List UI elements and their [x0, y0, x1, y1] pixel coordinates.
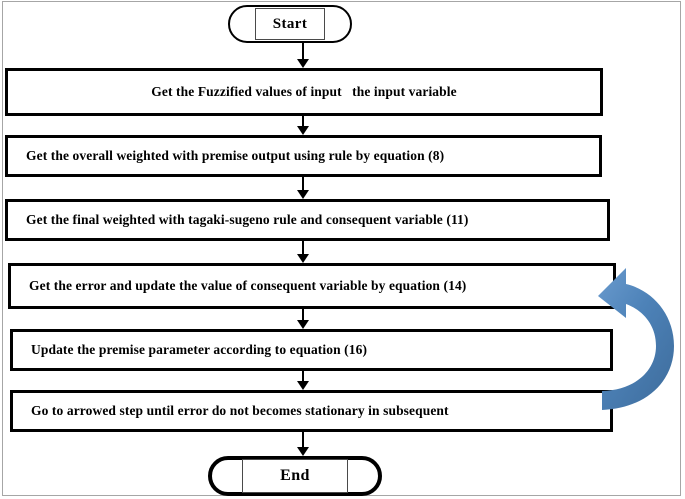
arrowhead-icon: [297, 254, 309, 263]
connector-stem: [302, 371, 304, 381]
arrowhead-icon: [297, 126, 309, 135]
start-label: Start: [255, 8, 325, 40]
connector-step-1-to-step-2: [296, 116, 310, 135]
process-step-5[interactable]: Update the premise parameter according t…: [10, 329, 613, 371]
process-step-6-label: Go to arrowed step until error do not be…: [31, 403, 449, 418]
process-step-6[interactable]: Go to arrowed step until error do not be…: [10, 390, 613, 432]
connector-step-4-to-step-5: [296, 309, 310, 329]
arrowhead-icon: [297, 320, 309, 329]
process-step-1-label: Get the Fuzzified values of input the in…: [151, 84, 457, 99]
process-step-1[interactable]: Get the Fuzzified values of input the in…: [5, 68, 603, 116]
feedback-arrow-path: [598, 268, 674, 410]
process-step-4-label: Get the error and update the value of co…: [29, 278, 467, 293]
connector-step-3-to-step-4: [296, 241, 310, 263]
connector-step-5-to-step-6: [296, 371, 310, 390]
process-step-3[interactable]: Get the final weighted with tagaki-sugen…: [5, 199, 610, 241]
process-step-3-label: Get the final weighted with tagaki-sugen…: [26, 212, 469, 227]
end-label: End: [242, 459, 348, 493]
arrowhead-icon: [297, 190, 309, 199]
arrowhead-icon: [297, 447, 309, 456]
process-step-4[interactable]: Get the error and update the value of co…: [8, 263, 616, 309]
process-step-5-label: Update the premise parameter according t…: [31, 342, 368, 357]
connector-step-6-to-end: [296, 432, 310, 456]
connector-stem: [302, 43, 304, 59]
connector-stem: [302, 432, 304, 447]
process-step-2[interactable]: Get the overall weighted with premise ou…: [5, 135, 602, 177]
connector-stem: [302, 116, 304, 126]
connector-stem: [302, 177, 304, 190]
start-terminator[interactable]: Start: [228, 5, 352, 43]
arrowhead-icon: [297, 59, 309, 68]
connector-step-2-to-step-3: [296, 177, 310, 199]
arrowhead-icon: [297, 381, 309, 390]
feedback-loop-arrow-icon: [596, 258, 684, 430]
connector-stem: [302, 241, 304, 254]
connector-stem: [302, 309, 304, 320]
connector-start-to-step-1: [296, 43, 310, 68]
process-step-2-label: Get the overall weighted with premise ou…: [26, 148, 445, 163]
end-terminator[interactable]: End: [208, 456, 382, 496]
